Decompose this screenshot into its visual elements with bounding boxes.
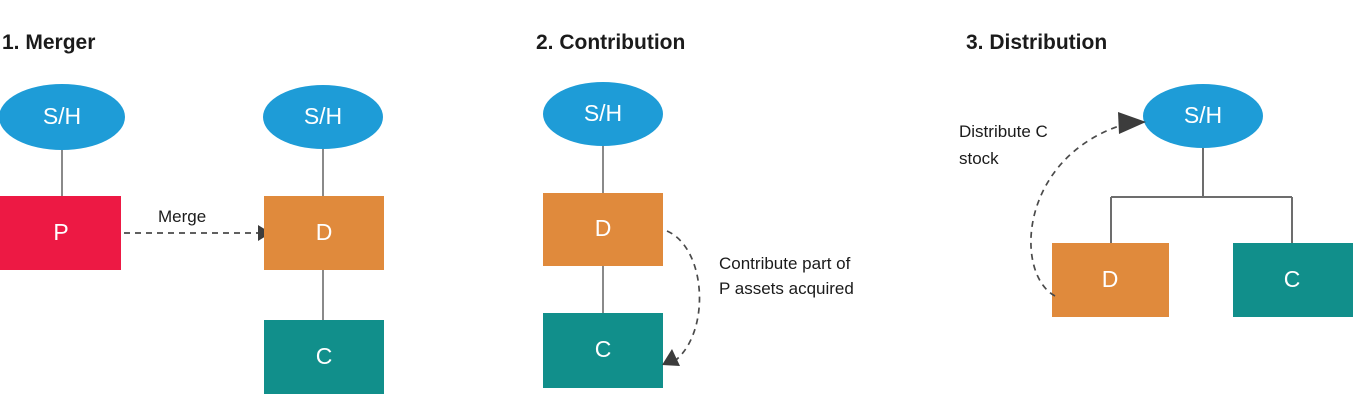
- contribution-arrow-head: [662, 349, 680, 366]
- contribution-arrow-curve: [666, 230, 701, 361]
- distribution-arrow-curve: [1030, 123, 1126, 297]
- panel-merger-title: 1. Merger: [2, 31, 95, 54]
- node-acquirer-d-distribution[interactable]: [1052, 243, 1169, 317]
- panel-contribution: 2. Contribution S/H D C Contribute part …: [536, 31, 854, 388]
- panel-contribution-title: 2. Contribution: [536, 31, 685, 54]
- node-left-shareholder-label: S/H: [43, 103, 81, 129]
- node-parent-p-label: P: [53, 219, 68, 245]
- node-shareholder-contribution-label: S/H: [584, 100, 622, 126]
- node-right-shareholder-label: S/H: [304, 103, 342, 129]
- node-subsidiary-c-distribution-label: C: [1284, 266, 1301, 292]
- node-acquirer-d-distribution-label: D: [1102, 266, 1119, 292]
- annotation-distribute-line1: Distribute C: [959, 122, 1048, 141]
- panel-distribution-title: 3. Distribution: [966, 31, 1107, 54]
- node-subsidiary-c-contribution[interactable]: [543, 313, 663, 388]
- node-shareholder-distribution[interactable]: [1143, 84, 1263, 148]
- node-parent-p[interactable]: [0, 196, 121, 270]
- node-subsidiary-c-contribution-label: C: [595, 336, 612, 362]
- node-subsidiary-c-merger[interactable]: [264, 320, 384, 394]
- panel-distribution: 3. Distribution S/H D C Distribute C sto…: [959, 31, 1353, 317]
- panel-merger: 1. Merger S/H P Merge S/H D C: [0, 31, 384, 394]
- node-subsidiary-c-distribution[interactable]: [1233, 243, 1353, 317]
- node-shareholder-distribution-label: S/H: [1184, 102, 1222, 128]
- node-acquirer-d-merger-label: D: [316, 219, 333, 245]
- node-shareholder-contribution[interactable]: [543, 82, 663, 146]
- node-left-shareholder[interactable]: [0, 84, 125, 150]
- distribution-arrow-head: [1118, 112, 1146, 134]
- node-acquirer-d-contribution-label: D: [595, 215, 612, 241]
- node-acquirer-d-contribution[interactable]: [543, 193, 663, 266]
- annotation-contribute-line1: Contribute part of: [719, 254, 851, 273]
- annotation-merge-label: Merge: [158, 207, 206, 226]
- node-right-shareholder[interactable]: [263, 85, 383, 149]
- annotation-contribute-line2: P assets acquired: [719, 279, 854, 298]
- annotation-distribute-line2: stock: [959, 149, 999, 168]
- node-acquirer-d-merger[interactable]: [264, 196, 384, 270]
- node-subsidiary-c-merger-label: C: [316, 343, 333, 369]
